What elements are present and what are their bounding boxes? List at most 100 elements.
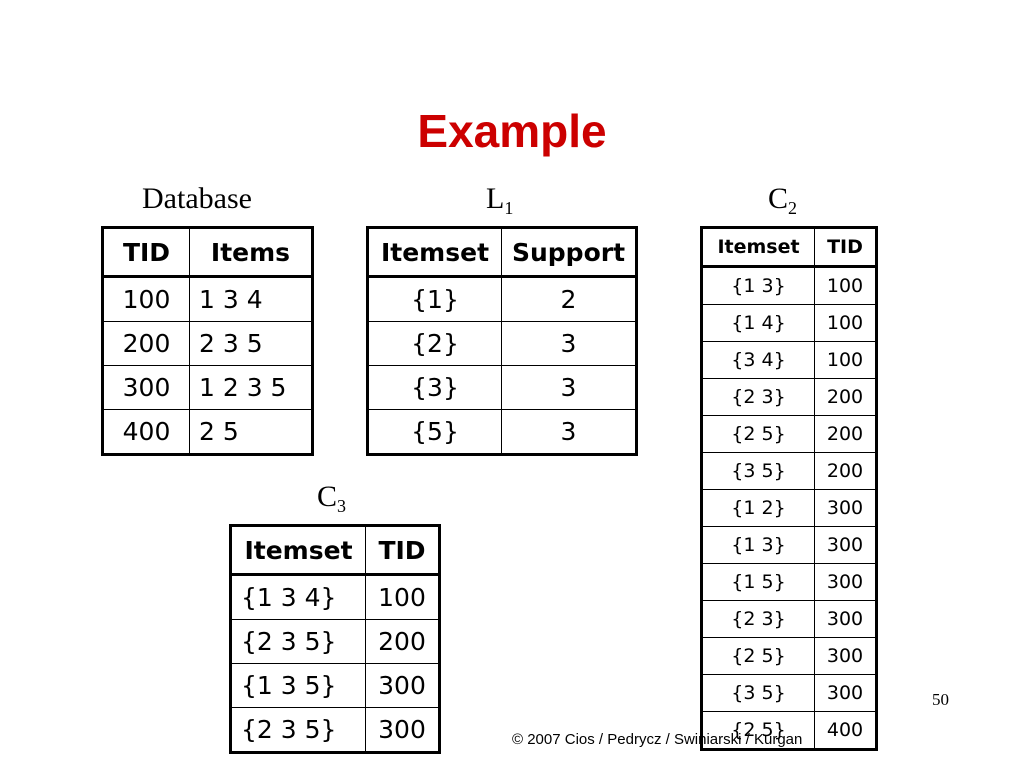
table-cell: {3 5}: [701, 452, 815, 490]
table-row: {2 5}400: [701, 711, 877, 750]
table-cell: 100: [814, 341, 877, 379]
table-row: {1 3 5}300: [230, 663, 440, 708]
table-row: {1 5}300: [701, 563, 877, 601]
c2-caption: C2: [768, 182, 797, 218]
table-row: {1 3}100: [701, 266, 877, 305]
table-cell: 2: [501, 276, 637, 322]
column-header-tid: TID: [102, 227, 190, 278]
table-cell: 300: [814, 563, 877, 601]
table-cell: 3: [501, 321, 637, 366]
c3-caption-main: C: [317, 480, 338, 513]
table-header-row: Itemset TID: [230, 525, 440, 576]
table-row: {2 5}200: [701, 415, 877, 453]
table-cell: 300: [814, 489, 877, 527]
l1-caption: L1: [486, 184, 513, 218]
column-header-tid: TID: [365, 525, 440, 576]
database-caption: Database: [142, 182, 252, 215]
page-number: 50: [932, 690, 949, 709]
table-cell: {2 5}: [701, 637, 815, 675]
table-cell: 1 3 4: [189, 276, 313, 322]
table-row: {2}3: [367, 321, 637, 366]
table-cell: 2 5: [189, 409, 313, 455]
table-cell: 400: [102, 409, 190, 455]
table-row: {1 3 4}100: [230, 574, 440, 620]
table-cell: {2 3 5}: [230, 707, 366, 753]
table-cell: 400: [814, 711, 877, 750]
table-cell: 300: [365, 663, 440, 708]
table-cell: {2 5}: [701, 711, 815, 750]
table-cell: {2 3}: [701, 378, 815, 416]
table-cell: 200: [814, 452, 877, 490]
table-row: {1 2}300: [701, 489, 877, 527]
table-header-row: TID Items: [102, 227, 313, 278]
column-header-tid: TID: [814, 227, 877, 268]
table-cell: {3 5}: [701, 674, 815, 712]
table-row: {2 3}200: [701, 378, 877, 416]
l1-table: Itemset Support {1}2{2}3{3}3{5}3: [366, 226, 638, 456]
l1-caption-subscript: 1: [504, 198, 514, 218]
table-cell: 1 2 3 5: [189, 365, 313, 410]
c3-caption: C3: [317, 480, 346, 516]
column-header-itemset: Itemset: [230, 525, 366, 576]
table-cell: 200: [814, 415, 877, 453]
table-cell: {1}: [367, 276, 502, 322]
column-header-itemset: Itemset: [701, 227, 815, 268]
table-row: {1 3}300: [701, 526, 877, 564]
table-row: {2 3 5}300: [230, 707, 440, 753]
table-row: {1}2: [367, 276, 637, 322]
table-row: {1 4}100: [701, 304, 877, 342]
table-row: {2 5}300: [701, 637, 877, 675]
table-cell: 3: [501, 365, 637, 410]
table-row: {2 3}300: [701, 600, 877, 638]
table-row: {2 3 5}200: [230, 619, 440, 664]
table-cell: 300: [814, 637, 877, 675]
table-cell: 300: [814, 526, 877, 564]
table-cell: 2 3 5: [189, 321, 313, 366]
table-cell: 100: [102, 276, 190, 322]
table-cell: 300: [365, 707, 440, 753]
table-cell: {2}: [367, 321, 502, 366]
table-cell: {3}: [367, 365, 502, 410]
c2-caption-main: C: [768, 182, 789, 215]
c2-caption-subscript: 2: [788, 198, 798, 218]
column-header-support: Support: [501, 227, 637, 278]
table-cell: 300: [814, 600, 877, 638]
column-header-itemset: Itemset: [367, 227, 502, 278]
slide-title: Example: [417, 105, 607, 157]
table-cell: 200: [102, 321, 190, 366]
table-cell: 300: [814, 674, 877, 712]
table-cell: 300: [102, 365, 190, 410]
table-header-row: Itemset Support: [367, 227, 637, 278]
table-cell: {3 4}: [701, 341, 815, 379]
table-cell: {2 5}: [701, 415, 815, 453]
c3-table: Itemset TID {1 3 4}100{2 3 5}200{1 3 5}3…: [229, 524, 441, 754]
table-cell: {2 3 5}: [230, 619, 366, 664]
table-cell: 100: [365, 574, 440, 620]
table-cell: 100: [814, 304, 877, 342]
table-cell: 100: [814, 266, 877, 305]
copyright-notice: © 2007 Cios / Pedrycz / Swiniarski / Kur…: [512, 731, 803, 748]
c2-table: Itemset TID {1 3}100{1 4}100{3 4}100{2 3…: [700, 226, 878, 751]
table-header-row: Itemset TID: [701, 227, 877, 268]
table-cell: {5}: [367, 409, 502, 455]
table-cell: {1 3 4}: [230, 574, 366, 620]
table-cell: {1 4}: [701, 304, 815, 342]
table-row: {3 5}200: [701, 452, 877, 490]
table-row: {3}3: [367, 365, 637, 410]
table-row: {3 5}300: [701, 674, 877, 712]
table-cell: 3: [501, 409, 637, 455]
table-row: {5}3: [367, 409, 637, 455]
table-cell: {1 3}: [701, 526, 815, 564]
table-cell: {2 3}: [701, 600, 815, 638]
table-cell: {1 5}: [701, 563, 815, 601]
c3-caption-subscript: 3: [337, 496, 347, 516]
table-row: {3 4}100: [701, 341, 877, 379]
table-cell: {1 3 5}: [230, 663, 366, 708]
table-cell: 200: [814, 378, 877, 416]
table-cell: {1 3}: [701, 266, 815, 305]
